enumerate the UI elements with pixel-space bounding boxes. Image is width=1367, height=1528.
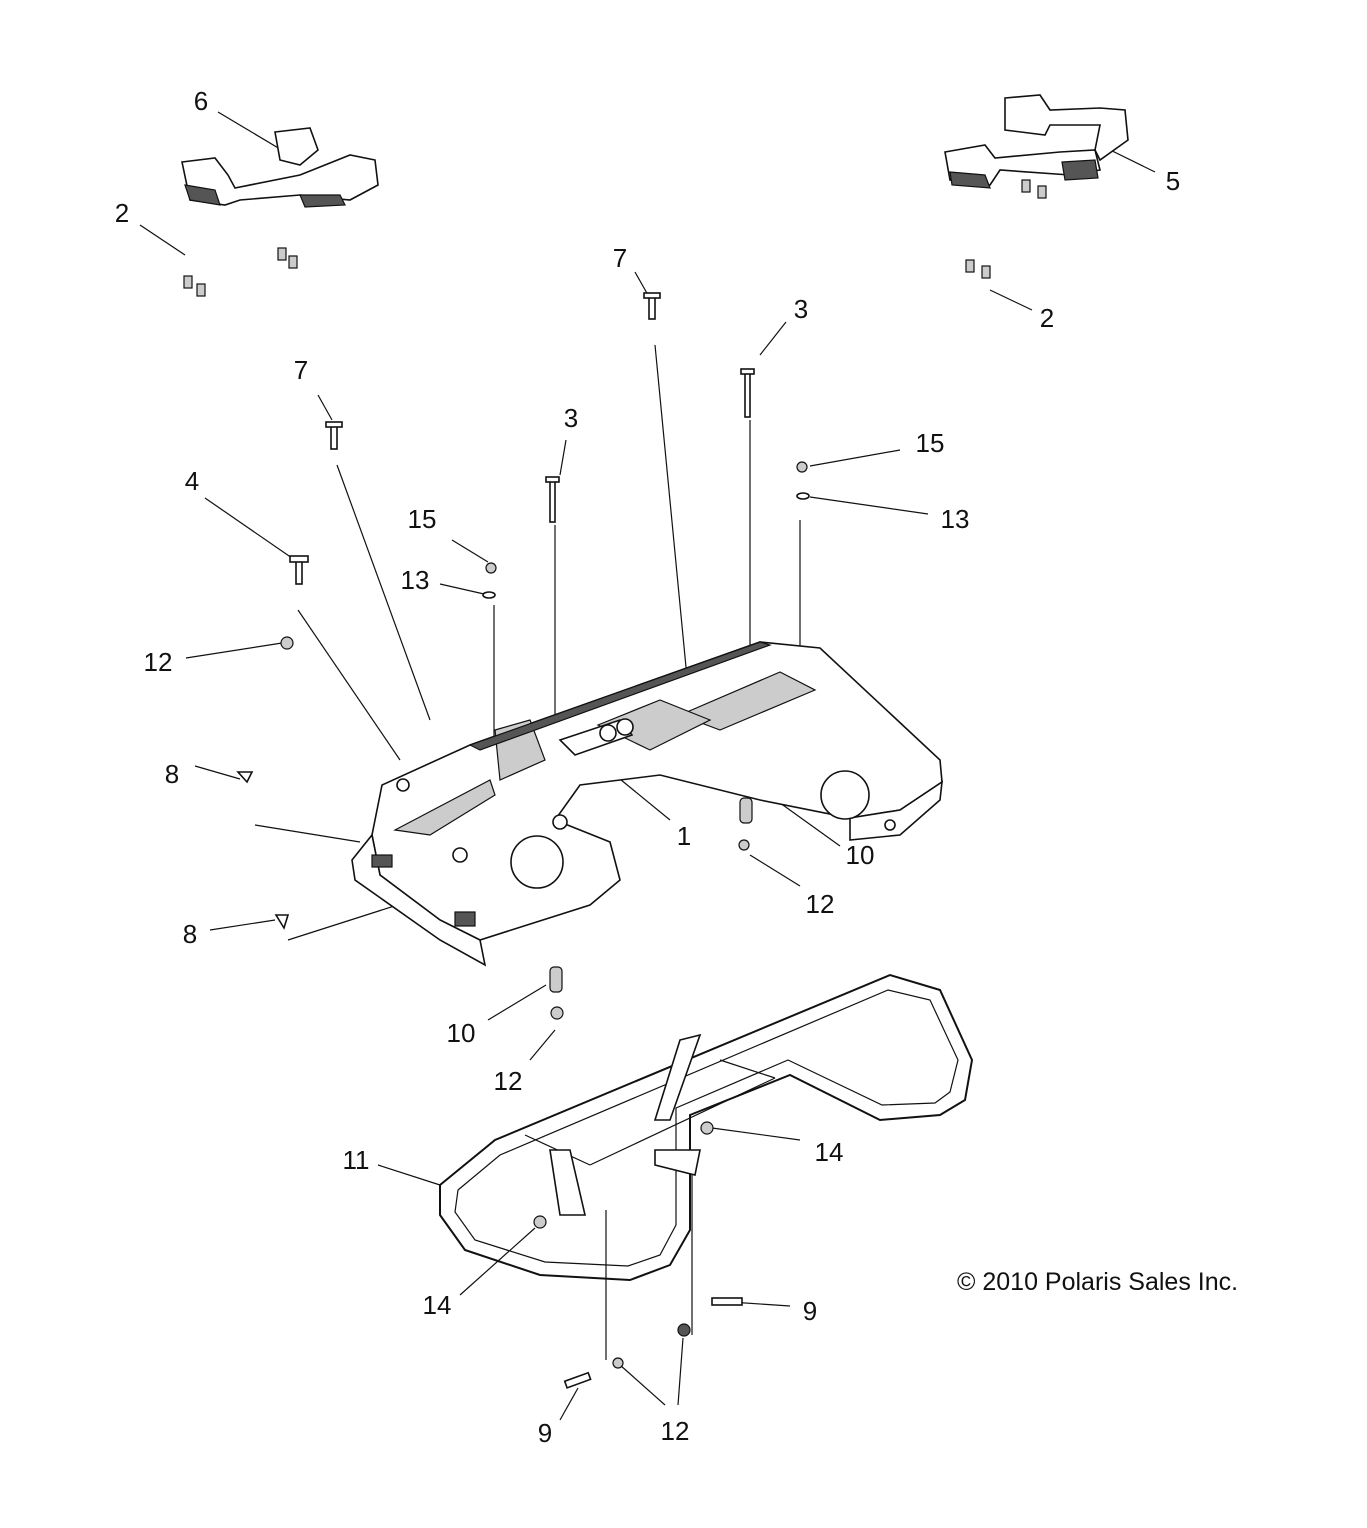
callout-8: 8 (164, 759, 180, 789)
callout-14: 14 (814, 1137, 844, 1167)
callout-12: 12 (805, 889, 835, 919)
callout-10: 10 (845, 840, 875, 870)
leader-lines (139, 111, 1156, 1421)
rear-handle-left (181, 127, 379, 208)
copyright-notice: © 2010 Polaris Sales Inc. (957, 1268, 1239, 1296)
callout-14: 14 (422, 1290, 452, 1320)
callout-8: 8 (182, 919, 198, 949)
callout-12: 12 (493, 1066, 523, 1096)
rear-handle-right (944, 94, 1129, 189)
callout-9: 9 (537, 1418, 553, 1448)
callout-7: 7 (612, 243, 628, 273)
callout-3: 3 (563, 403, 579, 433)
callout-2: 2 (114, 198, 130, 228)
callout-1: 1 (676, 821, 692, 851)
callout-10: 10 (446, 1018, 476, 1048)
callout-13: 13 (940, 504, 970, 534)
callout-2: 2 (1039, 303, 1055, 333)
callout-7: 7 (293, 355, 309, 385)
callout-5: 5 (1165, 166, 1181, 196)
callout-12: 12 (143, 647, 173, 677)
rear-rack-body (351, 641, 943, 967)
fasteners (183, 179, 1047, 1389)
callout-15: 15 (915, 428, 945, 458)
callout-4: 4 (184, 466, 200, 496)
callout-3: 3 (793, 294, 809, 324)
callout-13: 13 (400, 565, 430, 595)
callout-15: 15 (407, 504, 437, 534)
callout-11: 11 (342, 1145, 370, 1175)
callout-9: 9 (802, 1296, 818, 1326)
rack-frame (439, 973, 974, 1282)
callout-6: 6 (193, 86, 209, 116)
callout-12: 12 (660, 1416, 690, 1446)
